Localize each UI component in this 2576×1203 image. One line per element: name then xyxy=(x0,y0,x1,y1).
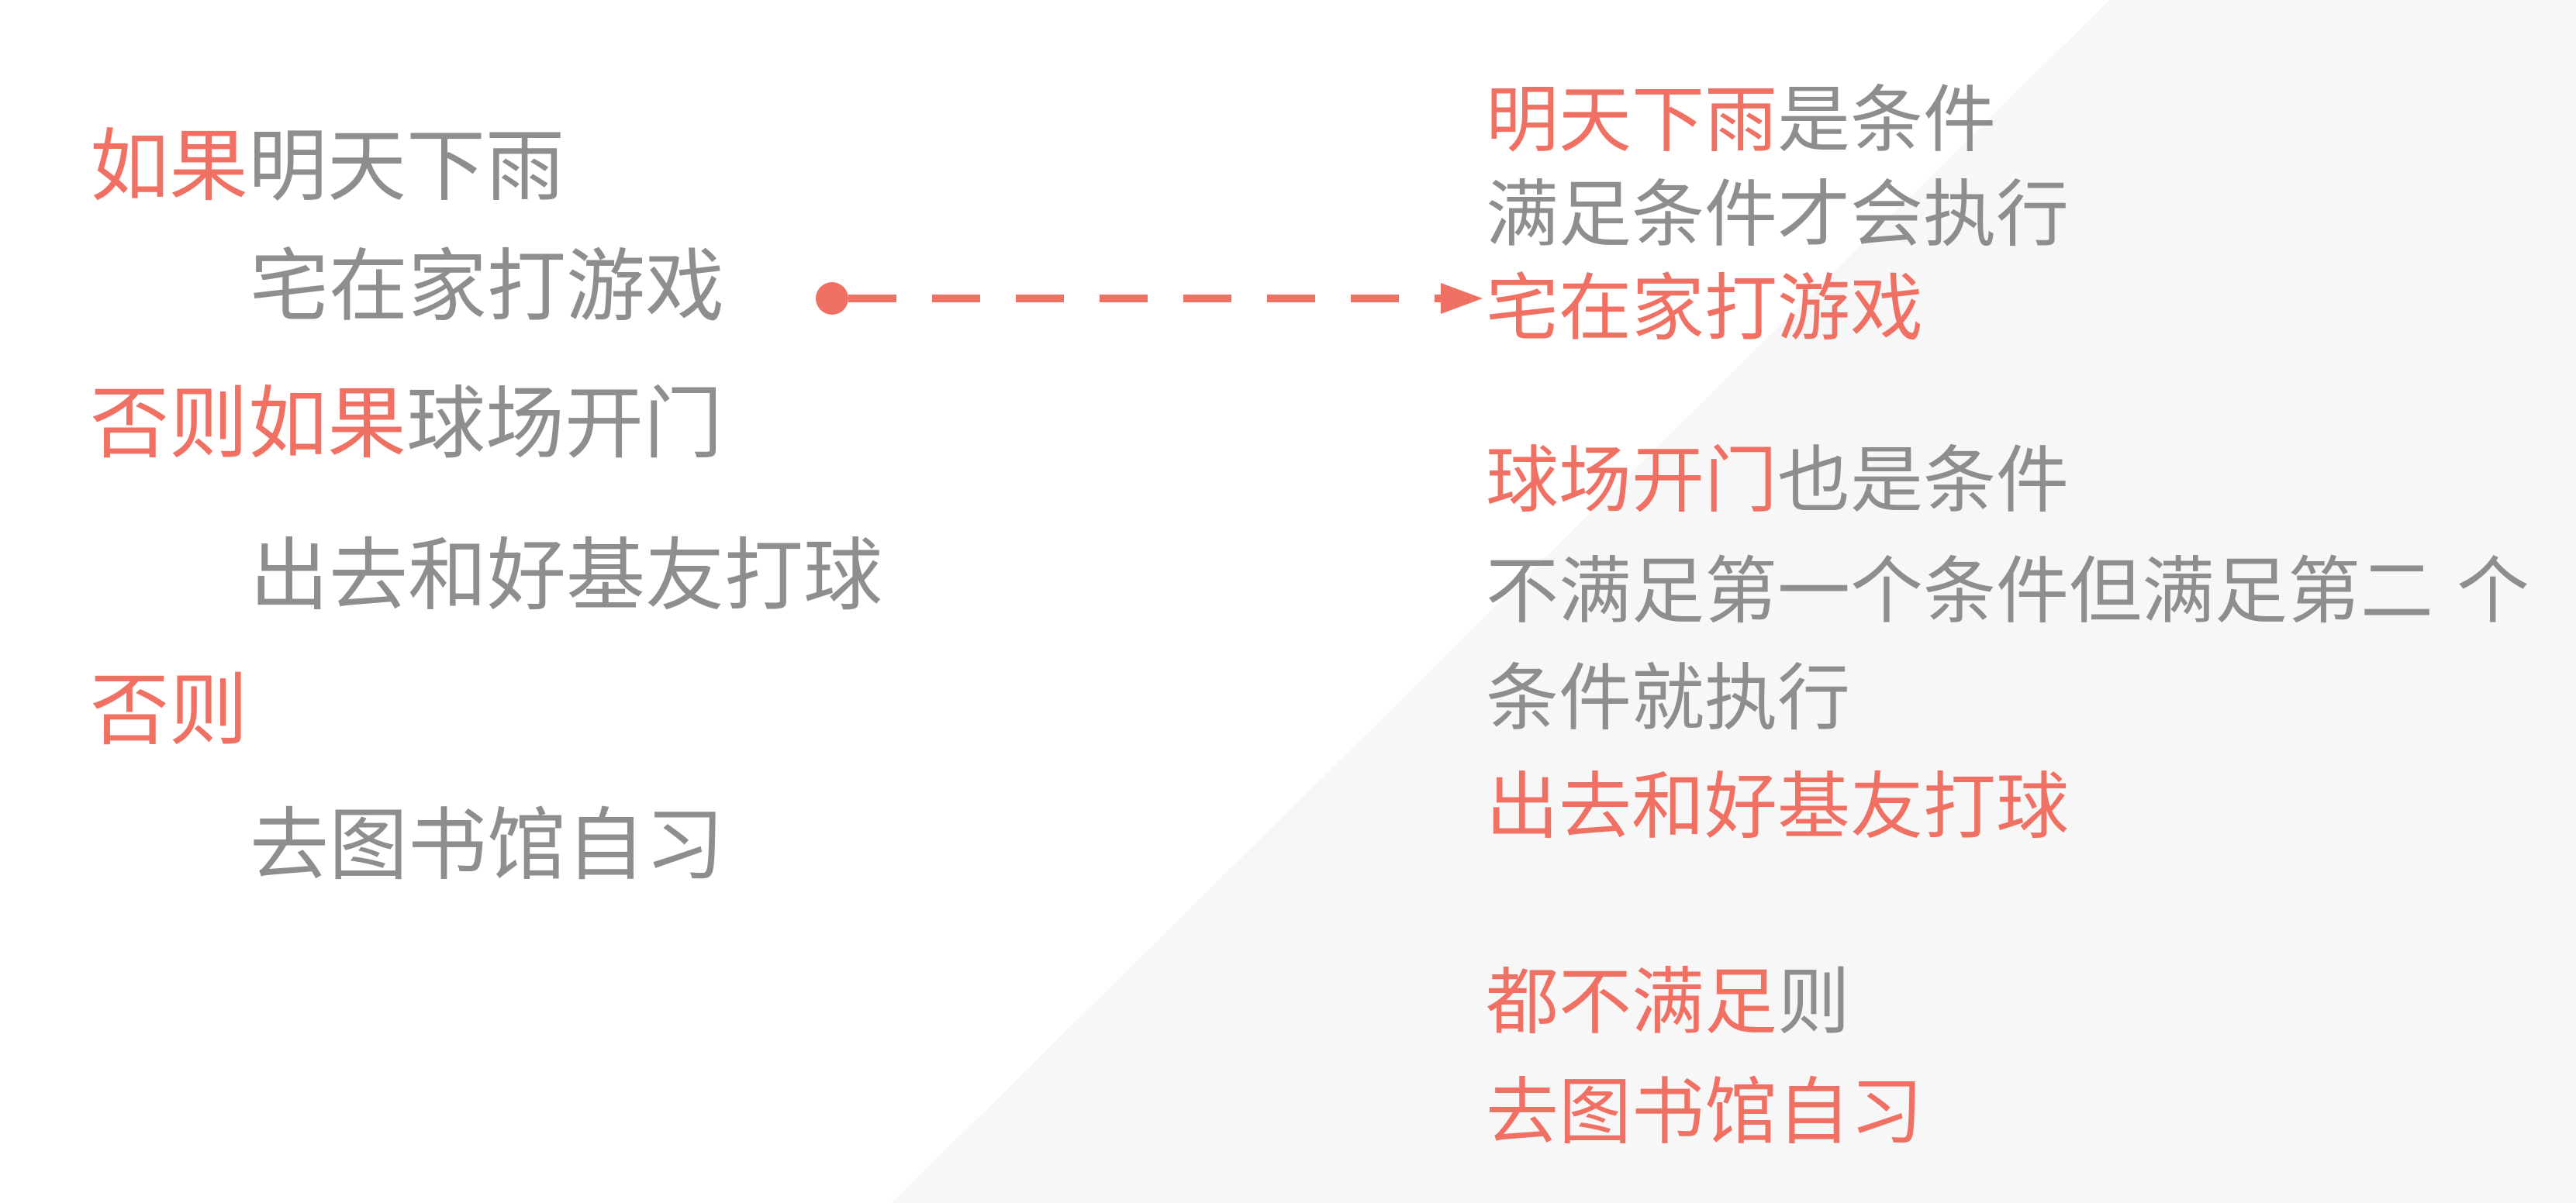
block2-rule-part2: 条件就执行 xyxy=(1486,657,1851,741)
else-action-line: 去图书馆自习 xyxy=(250,803,724,890)
block2-condition: 球场开门 xyxy=(1486,439,1778,523)
block3-action-line: 去图书馆自习 xyxy=(1486,1070,1923,1156)
block1-condition-suffix: 是条件 xyxy=(1777,78,1997,163)
block2-condition-line: 球场开门也是条件 xyxy=(1486,438,2069,525)
arrow-head xyxy=(1441,283,1483,314)
if-condition: 明天下雨 xyxy=(248,121,565,213)
dashed-arrow-connector xyxy=(816,282,1483,315)
elif-action: 出去和好基友打球 xyxy=(250,530,882,622)
block2-rule-line1: 不满足第一个条件但满足第二 个 xyxy=(1486,549,2529,636)
if-action-line: 宅在家打游戏 xyxy=(250,244,724,331)
elif-keyword-else: 否则 xyxy=(90,378,248,471)
if-action: 宅在家打游戏 xyxy=(250,241,724,333)
block3-condition-line: 都不满足则 xyxy=(1486,960,1850,1046)
block1-rule: 满足条件才会执行 xyxy=(1486,173,2070,257)
elif-action-line: 出去和好基友打球 xyxy=(250,533,882,620)
block2-action-line: 出去和好基友打球 xyxy=(1486,764,2069,851)
block3-condition-suffix: 则 xyxy=(1777,960,1851,1045)
elif-condition: 球场开门 xyxy=(406,378,723,471)
else-keyword: 否则 xyxy=(90,665,248,757)
block1-action-line: 宅在家打游戏 xyxy=(1486,266,1923,353)
block2-rule-part1: 不满足第一个条件但满足第二 个 xyxy=(1486,550,2529,634)
arrow-start-dot xyxy=(816,282,848,315)
block1-rule-line: 满足条件才会执行 xyxy=(1486,172,2069,259)
if-keyword: 如果 xyxy=(90,121,248,213)
block2-condition-suffix: 也是条件 xyxy=(1777,439,2070,523)
block1-condition-line: 明天下雨是条件 xyxy=(1486,78,1996,164)
if-line: 如果明天下雨 xyxy=(90,124,565,211)
block2-action: 出去和好基友打球 xyxy=(1486,765,2070,850)
block3-condition: 都不满足 xyxy=(1486,960,1778,1045)
elif-line: 否则如果球场开门 xyxy=(90,381,723,468)
elif-keyword-if: 如果 xyxy=(248,378,406,471)
block1-action: 宅在家打游戏 xyxy=(1486,267,1924,351)
block1-condition: 明天下雨 xyxy=(1486,78,1778,163)
else-line: 否则 xyxy=(90,668,248,755)
block3-action: 去图书馆自习 xyxy=(1486,1070,1924,1155)
else-action: 去图书馆自习 xyxy=(250,800,724,892)
block2-rule-line2: 条件就执行 xyxy=(1486,656,1850,743)
